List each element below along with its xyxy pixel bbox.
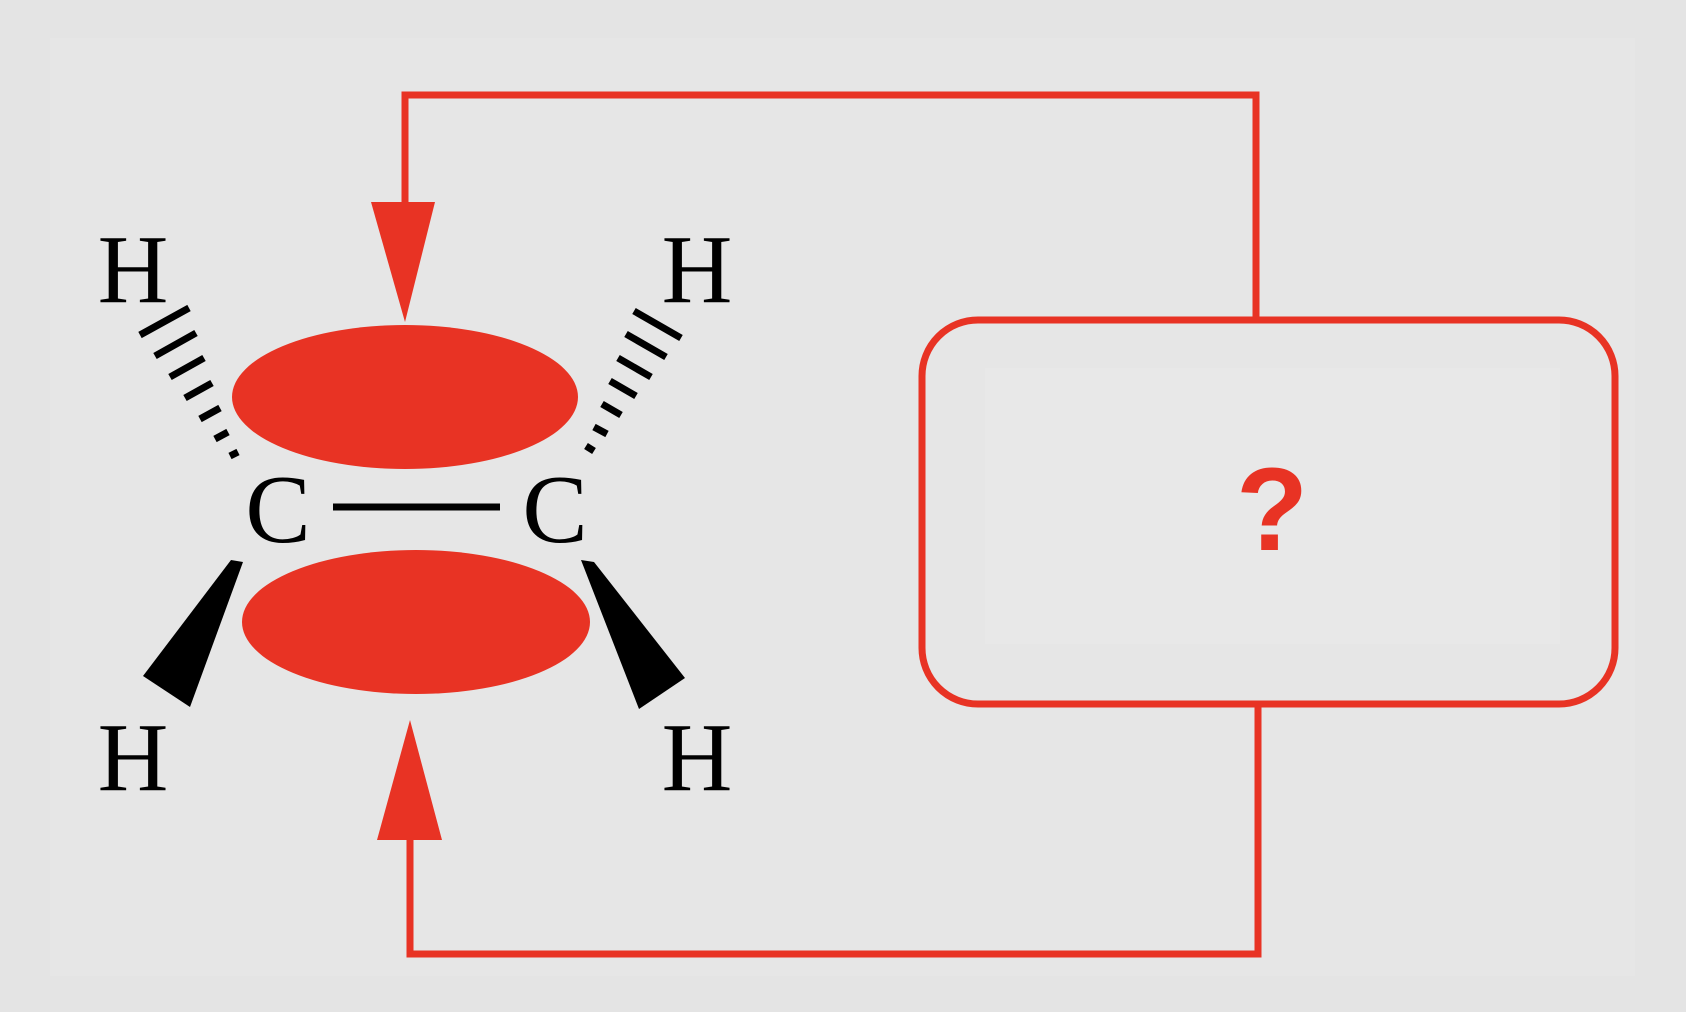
question-mark-label: ? — [1236, 444, 1308, 576]
pi-orbital-bottom-lobe — [242, 550, 590, 694]
atom-c-left: C — [245, 456, 310, 564]
atom-h-top-right: H — [662, 216, 733, 324]
arrow-up-icon — [377, 720, 442, 840]
hashed-bond-top-left — [138, 304, 240, 460]
hashed-bond-top-right — [584, 307, 683, 454]
atom-h-bottom-right: H — [662, 704, 733, 812]
atom-h-bottom-left: H — [98, 704, 169, 812]
unknown-box-inner — [985, 368, 1560, 644]
wedge-bond-bottom-right — [581, 560, 685, 709]
atom-c-right: C — [522, 456, 587, 564]
wedge-bond-bottom-left — [143, 560, 243, 707]
connector-line-top — [401, 91, 1260, 328]
atom-h-top-left: H — [98, 216, 169, 324]
arrow-down-icon — [371, 202, 435, 322]
pi-orbital-top-lobe — [232, 325, 578, 469]
connector-line-bottom — [406, 703, 1262, 958]
